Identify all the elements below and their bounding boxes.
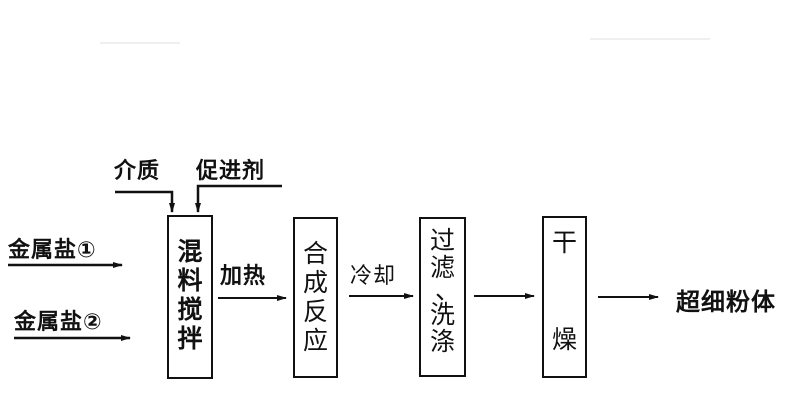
edge-label-cooling: 冷却 [350, 264, 397, 289]
step-label-mixing: 混 料 搅 拌 [177, 237, 203, 353]
edge-label-heating: 加热 [220, 264, 267, 289]
step-label-filter-wash: 过 滤 、 洗 涤 [429, 226, 460, 356]
scan-artifact [100, 42, 180, 44]
input-label-medium: 介质 [114, 159, 161, 184]
medium-arrow [115, 190, 175, 213]
output-label-product: 超细粉体 [676, 288, 776, 316]
step-label-drying: 干 燥 [551, 228, 577, 354]
step-box-filter-wash: 过 滤 、 洗 涤 [419, 217, 466, 377]
input-label-metal-salt-1: 金属盐① [8, 238, 97, 263]
input-label-metal-salt-2: 金属盐② [14, 310, 103, 335]
step-label-synthesis: 合 成 反 应 [302, 239, 328, 355]
input-label-promoter: 促进剂 [196, 159, 266, 184]
step-box-synthesis: 合 成 反 应 [293, 217, 338, 378]
step-box-mixing: 混 料 搅 拌 [167, 215, 213, 379]
promoter-arrow [195, 184, 282, 213]
step-box-drying: 干 燥 [542, 216, 587, 378]
scan-artifact [590, 38, 710, 40]
